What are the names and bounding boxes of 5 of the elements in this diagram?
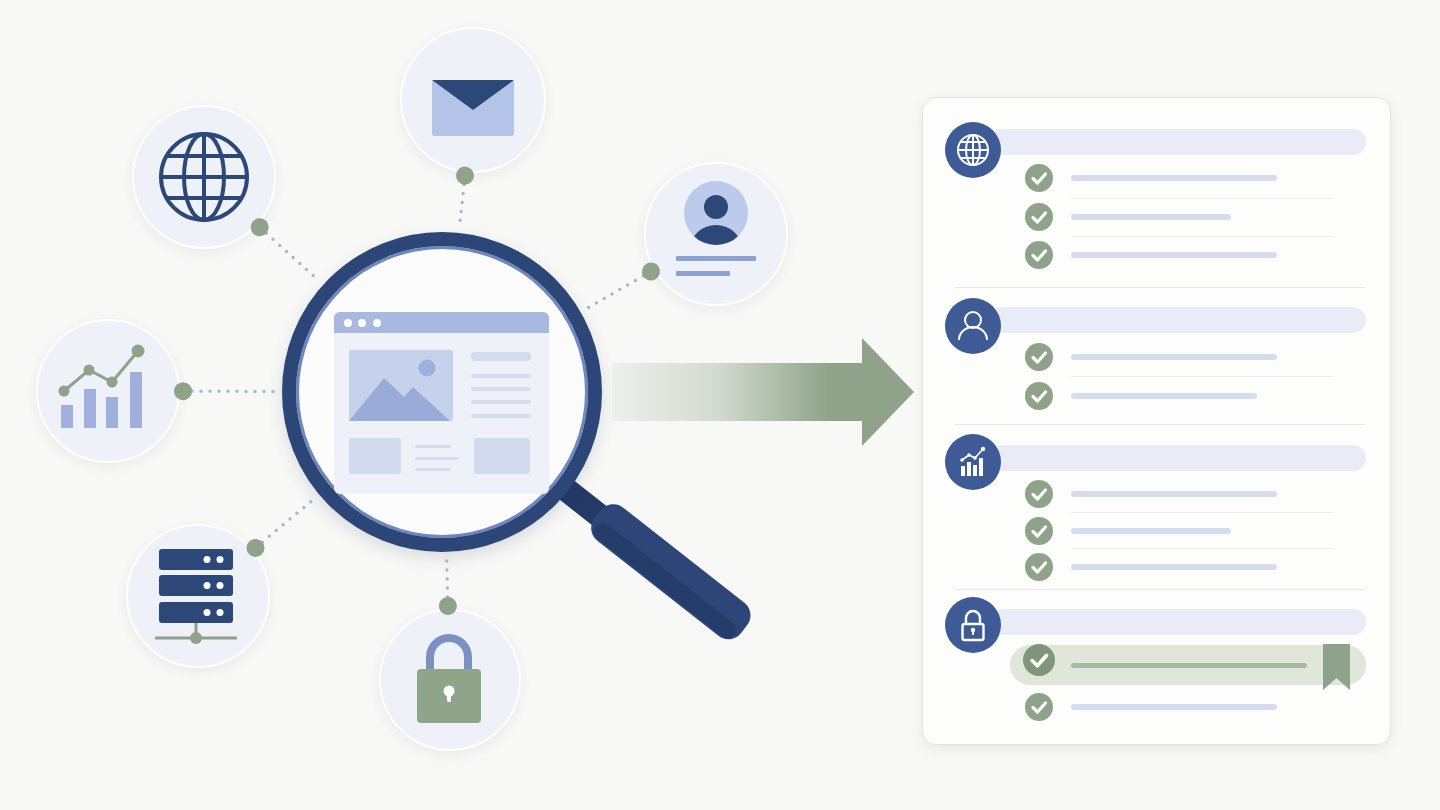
dotted-connector: [438, 556, 457, 615]
dotted-connector: [584, 262, 660, 311]
results-panel: [922, 97, 1391, 745]
dotted-connector: [174, 382, 278, 401]
arrow: [612, 338, 914, 446]
